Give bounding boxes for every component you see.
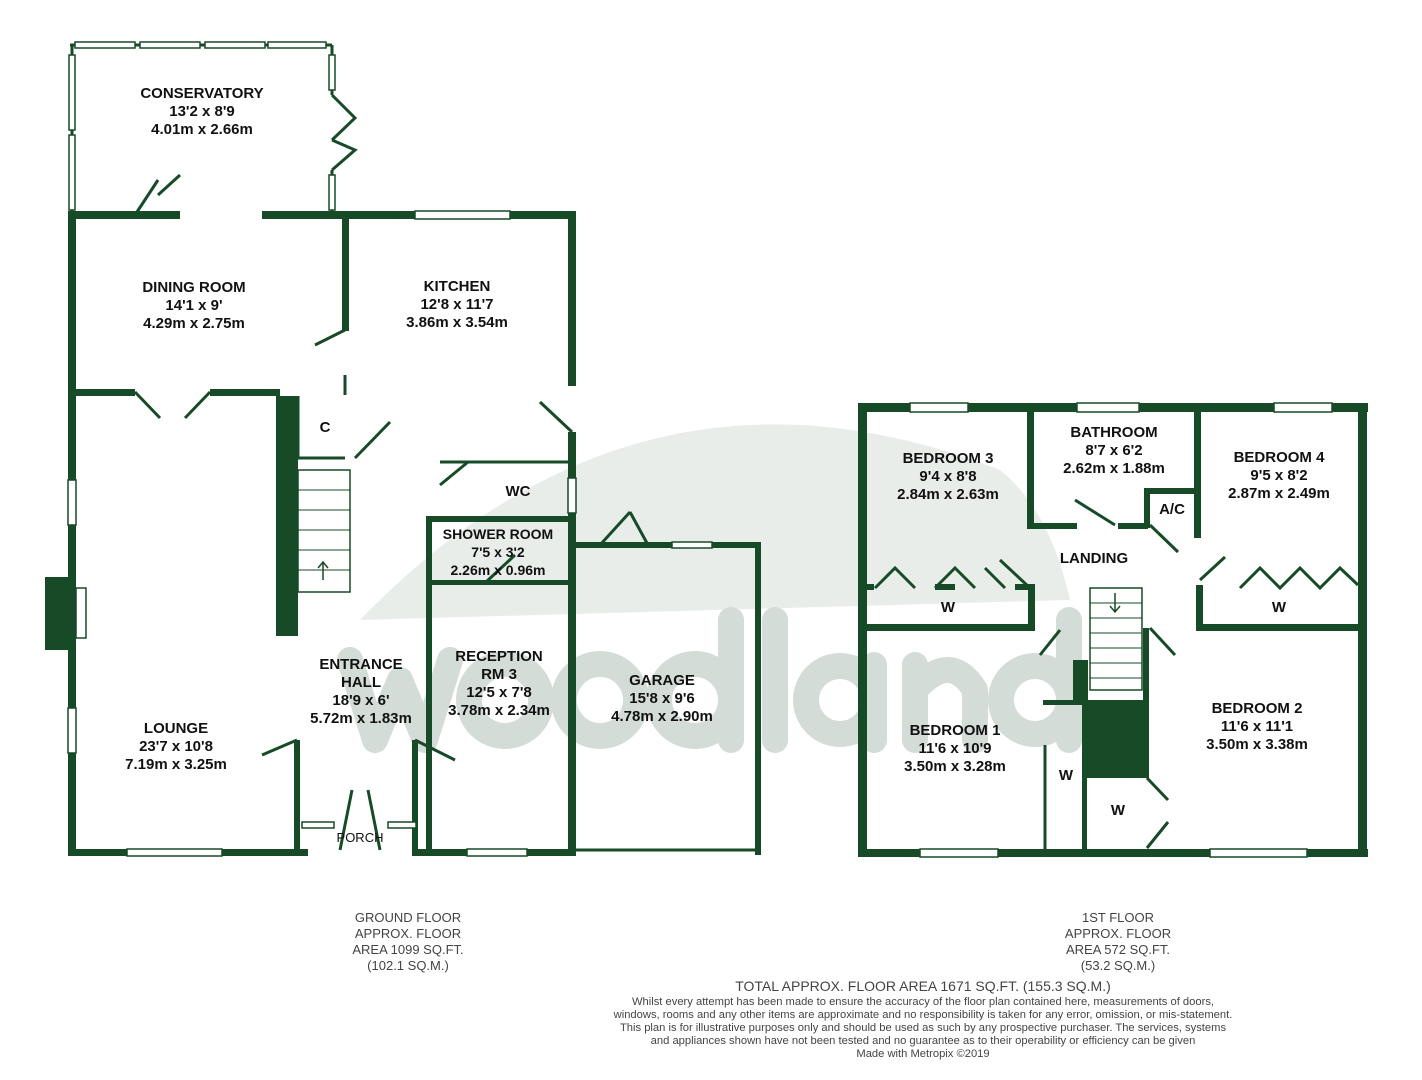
total-floor-area: TOTAL APPROX. FLOOR AREA 1671 SQ.FT. (15… — [735, 978, 1111, 994]
label-wardrobe: W — [1058, 767, 1074, 784]
disclaimer: Whilst every attempt has been made to en… — [613, 996, 1233, 1061]
first-floor-walls — [858, 402, 1368, 858]
label-airing-cupboard: A/C — [1159, 501, 1185, 518]
label-cupboard: C — [319, 419, 331, 436]
label-wc: WC — [505, 483, 531, 500]
label-landing: LANDING — [1059, 550, 1129, 567]
credit-text: Made with Metropix ©2019 — [856, 1048, 990, 1060]
ground-floor-stairs — [297, 469, 351, 593]
label-wardrobe: W — [940, 599, 956, 616]
label-wardrobe: W — [1110, 802, 1126, 819]
disclaimer-text: Whilst every attempt has been made to en… — [613, 996, 1233, 1047]
ground-floor-walls — [45, 41, 761, 857]
label-porch: PORCH — [336, 830, 384, 845]
label-wardrobe: W — [1271, 599, 1287, 616]
